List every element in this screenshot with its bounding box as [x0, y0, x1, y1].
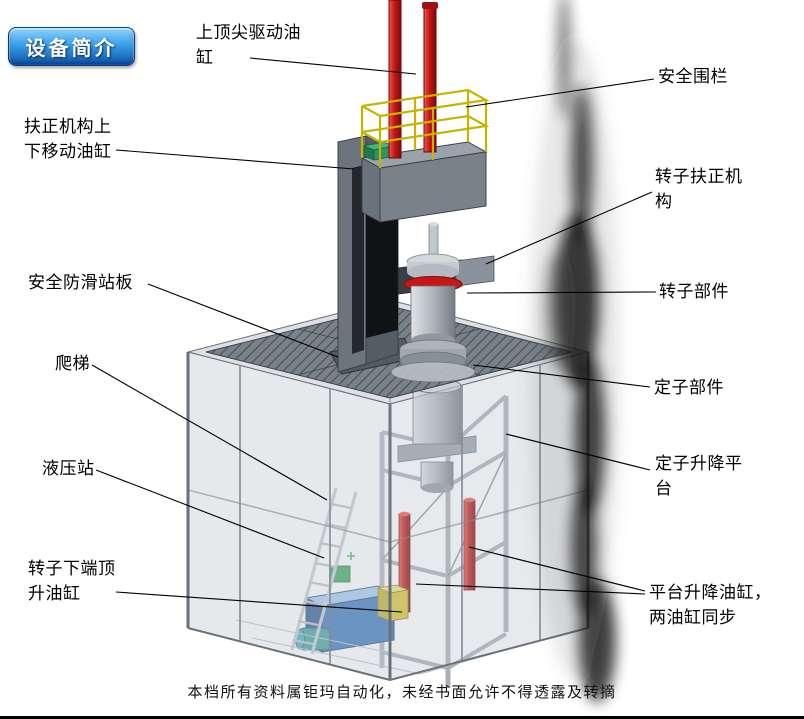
callout-centering-lift-cylinder-leader [115, 149, 355, 170]
footer-disclaimer: 本档所有资料属钜玛自动化，未经书面允许不得透露及转摘 [187, 684, 617, 701]
callout-ladder-leader [91, 364, 328, 501]
callout-ladder: 爬梯 [55, 354, 90, 373]
callout-stator-part: 定子部件 [654, 378, 724, 397]
callout-top-tip-drive-cylinder: 上顶尖驱动油 缸 [196, 23, 301, 67]
callout-platform-lift-cylinders-leader [468, 546, 646, 592]
top-tip-drive-cylinders [388, 0, 438, 159]
callout-stator-part-leader [472, 364, 651, 388]
equipment-intro-badge[interactable]: 设备简介 [8, 27, 135, 66]
render-smoke-artifact [529, 0, 621, 702]
callout-safety-fence: 安全围栏 [658, 67, 728, 86]
callout-safety-fence-leader [465, 78, 655, 108]
callout-antislip-platform-leader [147, 283, 339, 358]
callout-centering-lift-cylinder: 扶正机构上 下移动油缸 [24, 117, 112, 161]
callout-rotor-bottom-jack-cylinder: 转子下端顶 升油缸 [28, 559, 116, 603]
bottom-border [0, 716, 804, 719]
callout-rotor-centering-mechanism-leader [485, 191, 653, 265]
callout-rotor-centering-mechanism: 转子扶正机 构 [655, 167, 743, 211]
callout-rotor-bottom-jack-cylinder-leader [115, 591, 403, 613]
callout-rotor-part: 转子部件 [659, 282, 729, 301]
callout-stator-lift-platform: 定子升降平 台 [655, 454, 743, 498]
callout-hydraulic-station: 液压站 [42, 459, 95, 478]
callout-stator-lift-platform-leader [505, 433, 651, 471]
head-box [360, 141, 488, 223]
equipment-intro-label: 设备简介 [25, 38, 118, 60]
ladder-shape [290, 487, 358, 655]
callout-rotor-part-leader [466, 291, 657, 294]
callout-platform-lift-cylinders-leader [415, 583, 646, 595]
safety-fence-railing [360, 88, 490, 168]
callout-hydraulic-station-leader [95, 469, 325, 559]
rotor-assembly [390, 222, 476, 383]
callout-antislip-platform: 安全防滑站板 [28, 273, 133, 292]
platform-lift-cylinders [398, 497, 476, 613]
callout-platform-lift-cylinders: 平台升降油缸， 两油缸同步 [649, 583, 772, 627]
callout-top-tip-drive-cylinder-leader [249, 57, 417, 75]
